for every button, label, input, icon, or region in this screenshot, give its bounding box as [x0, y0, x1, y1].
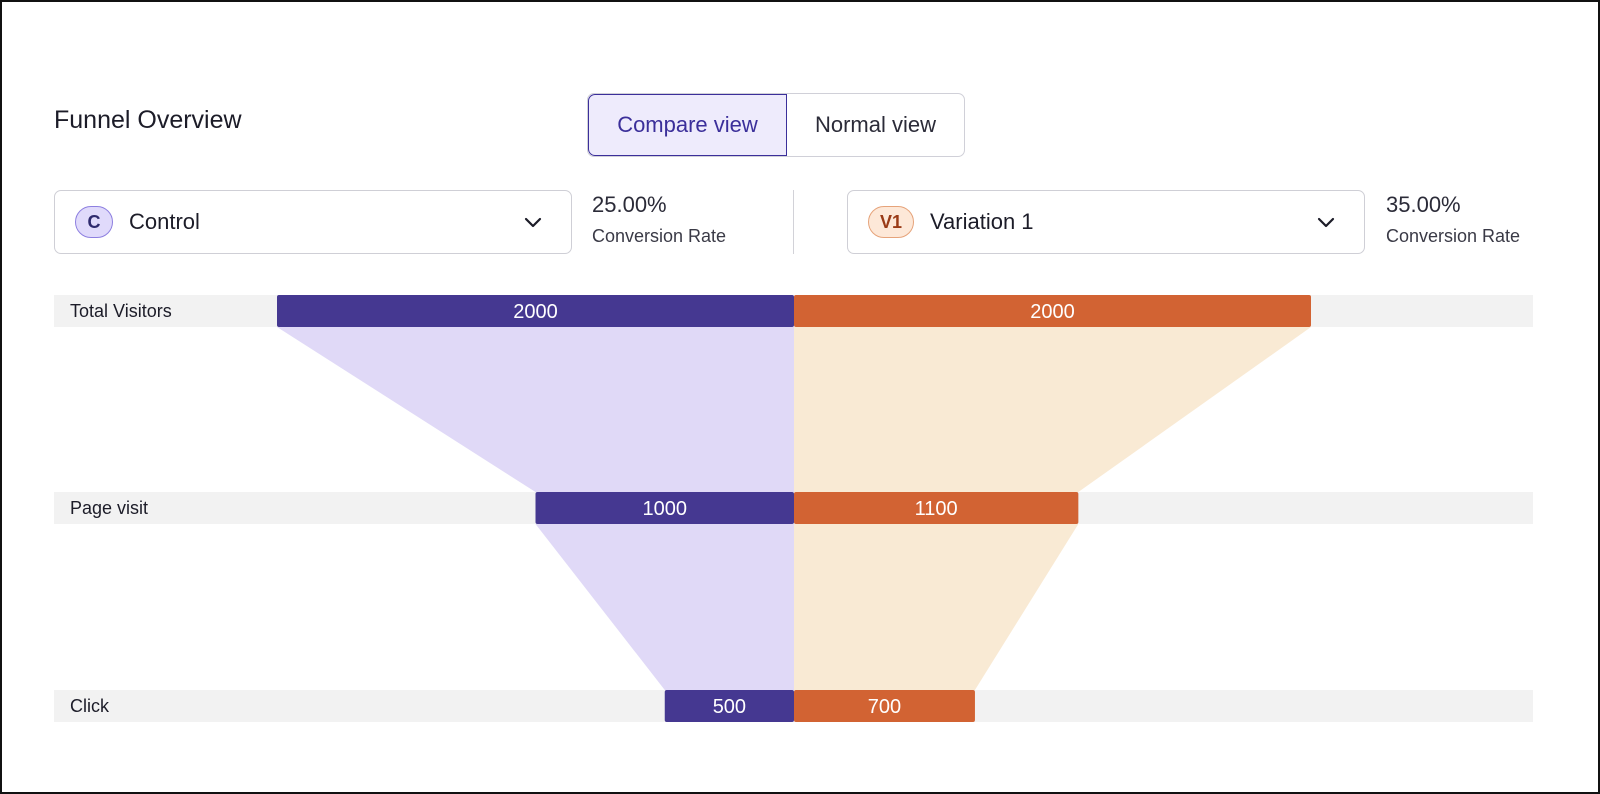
control-bar-value: 1000 [643, 498, 688, 520]
variation-bar-value: 1100 [915, 498, 958, 520]
control-conversion-rate: 25.00% Conversion Rate [592, 192, 726, 247]
control-bar [664, 690, 794, 722]
variation-conversion-rate: 35.00% Conversion Rate [1386, 192, 1520, 247]
control-select-label: Control [129, 209, 200, 234]
variation-badge: V1 [868, 206, 914, 238]
variation-select[interactable]: V1 Variation 1 [847, 190, 1365, 254]
variation-funnel-area [794, 524, 1079, 690]
variation-bar [794, 295, 1311, 327]
control-bar-value: 500 [713, 696, 746, 718]
chevron-down-icon [524, 217, 542, 228]
variation-rate-label: Conversion Rate [1386, 226, 1521, 246]
variation-rate-value: 35.00% [1386, 192, 1461, 217]
control-rate-value: 25.00% [592, 192, 667, 217]
control-badge: C [75, 206, 113, 238]
control-funnel-area [277, 327, 794, 492]
stage-label: Page visit [70, 498, 148, 518]
stage-label: Total Visitors [70, 301, 172, 321]
variation-select-label: Variation 1 [930, 209, 1034, 234]
control-bar [535, 492, 794, 524]
control-select[interactable]: C Control [54, 190, 572, 254]
control-rate-label: Conversion Rate [592, 226, 727, 246]
variation-funnel-area [794, 327, 1311, 492]
stage-label: Click [70, 696, 110, 716]
normal-view-button[interactable]: Normal view [814, 112, 937, 137]
control-bar [277, 295, 794, 327]
divider [793, 190, 794, 254]
variation-bar [794, 492, 1079, 524]
view-toggle: Compare view Normal view [587, 93, 965, 157]
page-title: Funnel Overview [54, 106, 242, 134]
compare-view-button[interactable]: Compare view [588, 94, 787, 156]
control-bar-value: 2000 [513, 301, 558, 323]
variation-bar-value: 700 [868, 696, 901, 718]
variation-bar [794, 690, 975, 722]
chevron-down-icon [1317, 217, 1335, 228]
control-funnel-area [535, 524, 794, 690]
variation-bar-value: 2000 [1030, 301, 1075, 323]
